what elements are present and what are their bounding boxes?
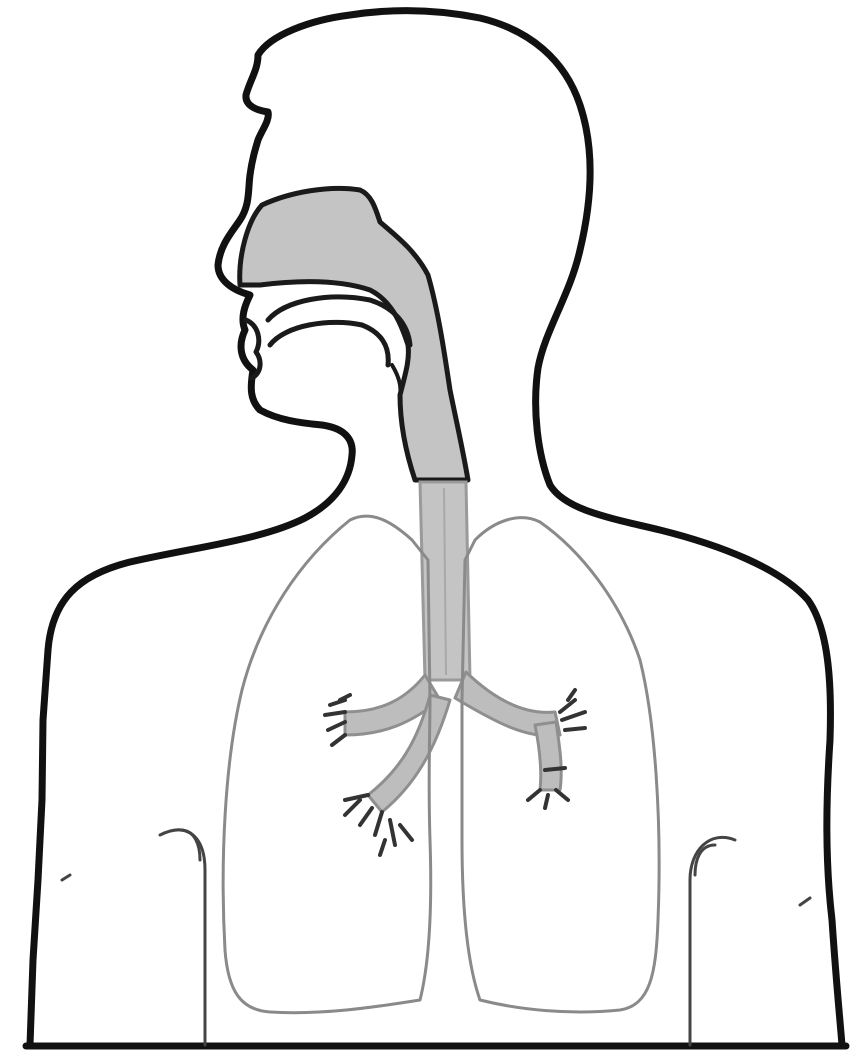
diaphragm [62,830,810,1045]
right-shoulder-mark [800,898,810,905]
right-lower-bronchus [535,722,561,790]
left-shoulder-mark [62,875,70,880]
left-lower-bronchiole-cluster-a [345,795,372,825]
left-diaphragm-inner [180,830,200,860]
upper-airway [240,188,468,480]
bronchi [345,672,561,812]
left-diaphragm-curve [160,830,205,1045]
nasal-cavity-and-pharynx [240,188,468,480]
tongue-outline [270,322,388,365]
epiglottis-outline [392,365,401,395]
right-upper-bronchiole-cluster [560,690,585,730]
left-lower-bronchiole-cluster-b [375,812,412,855]
